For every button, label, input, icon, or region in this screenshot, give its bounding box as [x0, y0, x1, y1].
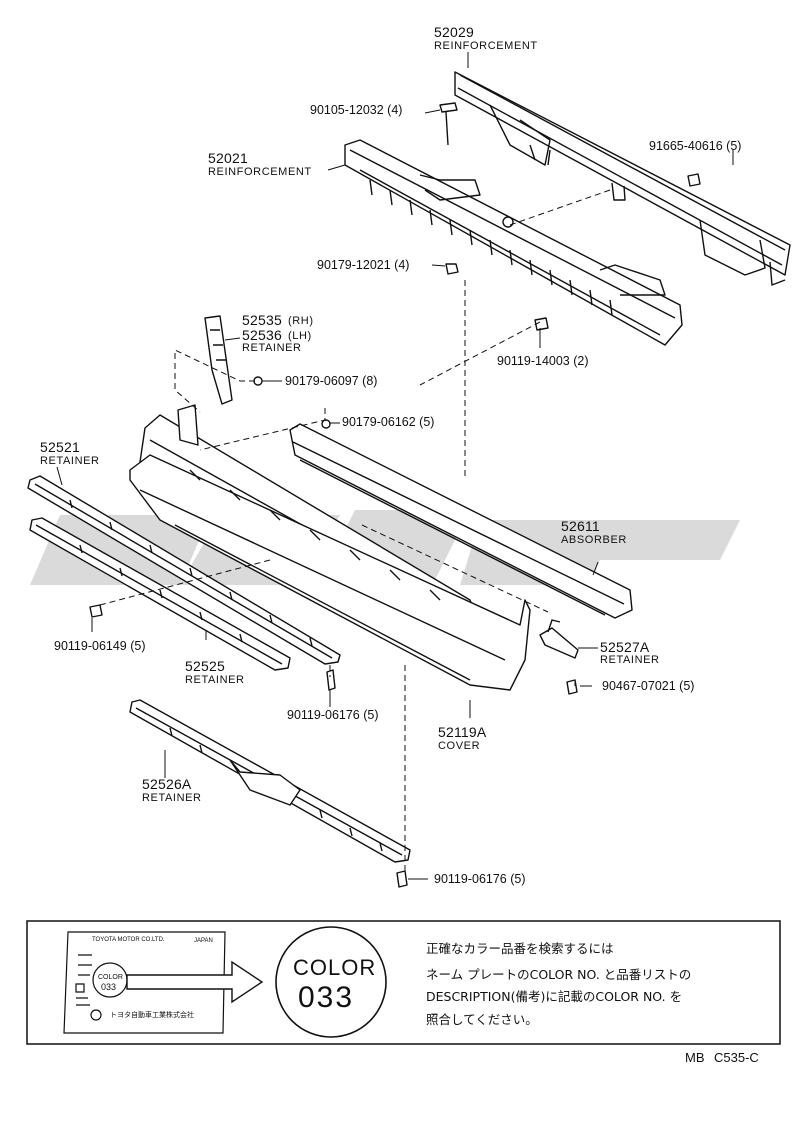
part-suffix-52535: (RH) — [288, 315, 314, 327]
absorber-52611-drawing — [289, 423, 633, 619]
part-name-52525: RETAINER — [185, 674, 245, 686]
fastener-label-90105-12032: 90105-12032 (4) — [310, 103, 403, 117]
fastener-label-90179-06162: 90179-06162 (5) — [342, 415, 435, 429]
fastener-label-90179-06097: 90179-06097 (8) — [285, 374, 378, 388]
instruction-line-1: 正確なカラー品番を検索するには — [426, 941, 614, 956]
part-name-52536: RETAINER — [242, 342, 302, 354]
part-number-52535: 52535 — [242, 312, 282, 328]
part-number-52521: 52521 — [40, 439, 80, 455]
fastener-label-90119-06176-a: 90119-06176 (5) — [287, 708, 379, 722]
retainer-52527A-drawing — [539, 619, 579, 659]
retainer-52525-drawing — [29, 517, 291, 671]
zoom-color-code: 033 — [298, 981, 355, 1014]
part-name-52611: ABSORBER — [561, 534, 627, 546]
fastener-icons — [89, 102, 701, 888]
plate-company: TOYOTA MOTOR CO.LTD. — [92, 937, 165, 943]
part-name-52521: RETAINER — [40, 455, 100, 467]
retainer-52521-drawing — [27, 475, 341, 665]
plate-maker: トヨタ自動車工業株式会社 — [110, 1012, 194, 1019]
fastener-label-91665-40616: 91665-40616 (5) — [649, 139, 742, 153]
part-number-52525: 52525 — [185, 658, 225, 674]
assembly-guide-lines — [91, 189, 611, 872]
fastener-label-90179-12021: 90179-12021 (4) — [317, 258, 410, 272]
part-suffix-52536: (LH) — [288, 330, 312, 342]
footer-model-code: MB — [685, 1050, 705, 1065]
arrow-icon — [126, 960, 264, 1004]
color-zoom-circle — [275, 926, 387, 1038]
plate-country: JAPAN — [194, 938, 213, 944]
plate-color-badge-label: COLOR — [98, 974, 123, 981]
leader-lines — [56, 52, 734, 880]
part-number-52029: 52029 — [434, 24, 474, 40]
fastener-label-90119-14003: 90119-14003 (2) — [497, 354, 589, 368]
instruction-line-4: 照合してください。 — [426, 1012, 538, 1027]
color-note-box — [26, 920, 781, 1045]
part-name-52029: REINFORCEMENT — [434, 40, 538, 52]
part-number-52526A: 52526A — [142, 776, 192, 792]
footer-figure-code: C535-C — [714, 1050, 759, 1065]
part-name-52527A: RETAINER — [600, 654, 660, 666]
fastener-label-90119-06176-b: 90119-06176 (5) — [434, 872, 526, 886]
part-number-52119A: 52119A — [438, 724, 487, 740]
retainer-52526A-drawing — [129, 699, 411, 863]
part-number-52611: 52611 — [561, 518, 600, 534]
part-number-52536: 52536 — [242, 327, 282, 343]
cover-52119A-drawing — [129, 404, 531, 691]
part-name-52021: REINFORCEMENT — [208, 166, 312, 178]
part-number-52021: 52021 — [208, 150, 248, 166]
zoom-color-label: COLOR — [293, 955, 377, 980]
plate-color-badge-code: 033 — [101, 982, 117, 992]
part-name-52526A: RETAINER — [142, 792, 202, 804]
fastener-label-90119-06149: 90119-06149 (5) — [54, 639, 146, 653]
part-number-52527A: 52527A — [600, 639, 650, 655]
instruction-line-2: ネーム プレートのCOLOR NO. と品番リストの — [426, 967, 692, 982]
reinforcement-52029-drawing — [454, 71, 791, 286]
instruction-line-3: DESCRIPTION(備考)に記載のCOLOR NO. を — [426, 989, 683, 1004]
fastener-label-90467-07021: 90467-07021 (5) — [602, 679, 695, 693]
retainer-52535-drawing — [204, 315, 233, 405]
part-name-52119A: COVER — [438, 740, 481, 752]
